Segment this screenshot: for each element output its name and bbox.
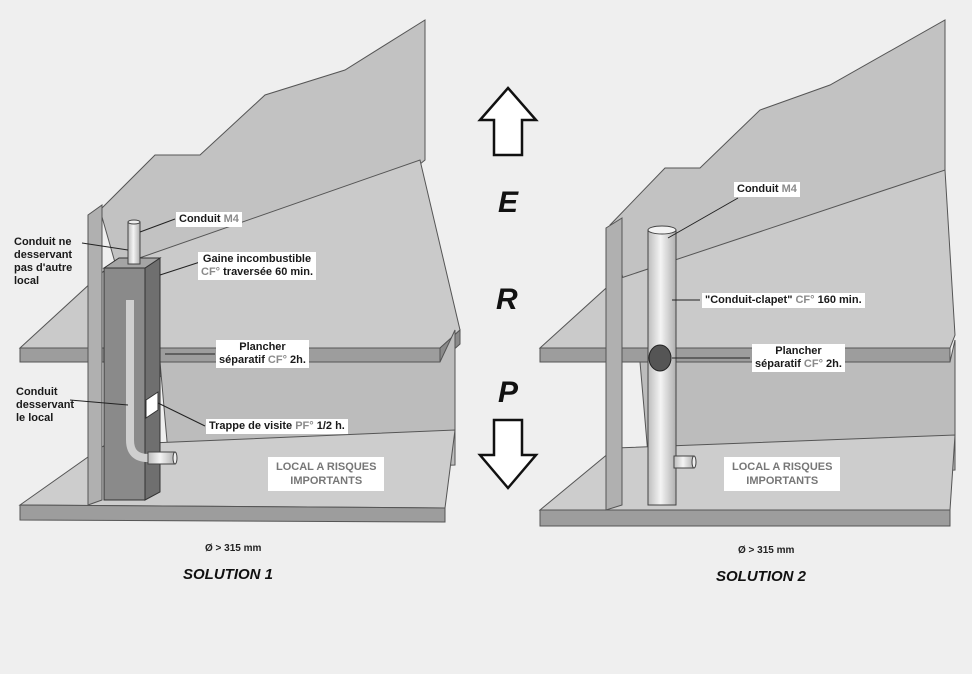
s1-plancher-label: Plancher séparatif CF° 2h. bbox=[216, 340, 309, 368]
s1-conduit-m4-label: Conduit M4 bbox=[176, 212, 242, 227]
s1-trappe-label: Trappe de visite PF° 1/2 h. bbox=[206, 419, 348, 434]
s1-conduit-pipe bbox=[127, 221, 141, 265]
s1-title: SOLUTION 1 bbox=[183, 566, 274, 583]
letter-e: E bbox=[498, 186, 519, 219]
s1-gaine-front bbox=[103, 267, 146, 501]
s2-lower-slab-edge bbox=[539, 509, 951, 527]
s1-lower-slab bbox=[18, 429, 456, 509]
s2-diameter: Ø > 315 mm bbox=[738, 545, 795, 556]
s1-diameter: Ø > 315 mm bbox=[205, 543, 262, 554]
s1-gaine-label: Gaine incombustible CF° traversée 60 min… bbox=[198, 252, 317, 280]
s2-upper-slab-edge bbox=[539, 347, 951, 363]
s1-lower-slab-edge bbox=[19, 504, 446, 523]
s1-conduit-no-serve-label: Conduit ne desservant pas d'autre local bbox=[14, 236, 73, 287]
solution2-drawing bbox=[538, 19, 956, 527]
s2-plancher-label: Plancher séparatif CF° 2h. bbox=[752, 344, 845, 372]
s2-clapet-label: "Conduit-clapet" CF° 160 min. bbox=[702, 293, 865, 308]
letter-r: R bbox=[496, 283, 518, 316]
s1-trappe bbox=[145, 391, 159, 419]
s2-risk-box: LOCAL A RISQUES IMPORTANTS bbox=[724, 457, 841, 491]
s2-clapet-flap bbox=[648, 344, 672, 372]
s1-side-wall bbox=[87, 204, 103, 506]
s2-side-wall bbox=[605, 217, 623, 511]
s1-conduit-local-label: Conduit desservant le local bbox=[16, 386, 75, 424]
s2-conduit-m4-label: Conduit M4 bbox=[734, 182, 800, 197]
arrow-down-icon bbox=[477, 418, 539, 490]
erp-arrows bbox=[477, 86, 539, 490]
s1-risk-box: LOCAL A RISQUES IMPORTANTS bbox=[268, 457, 385, 491]
arrow-up-icon bbox=[477, 86, 539, 157]
s2-title: SOLUTION 2 bbox=[716, 568, 807, 585]
letter-p: P bbox=[498, 376, 519, 409]
